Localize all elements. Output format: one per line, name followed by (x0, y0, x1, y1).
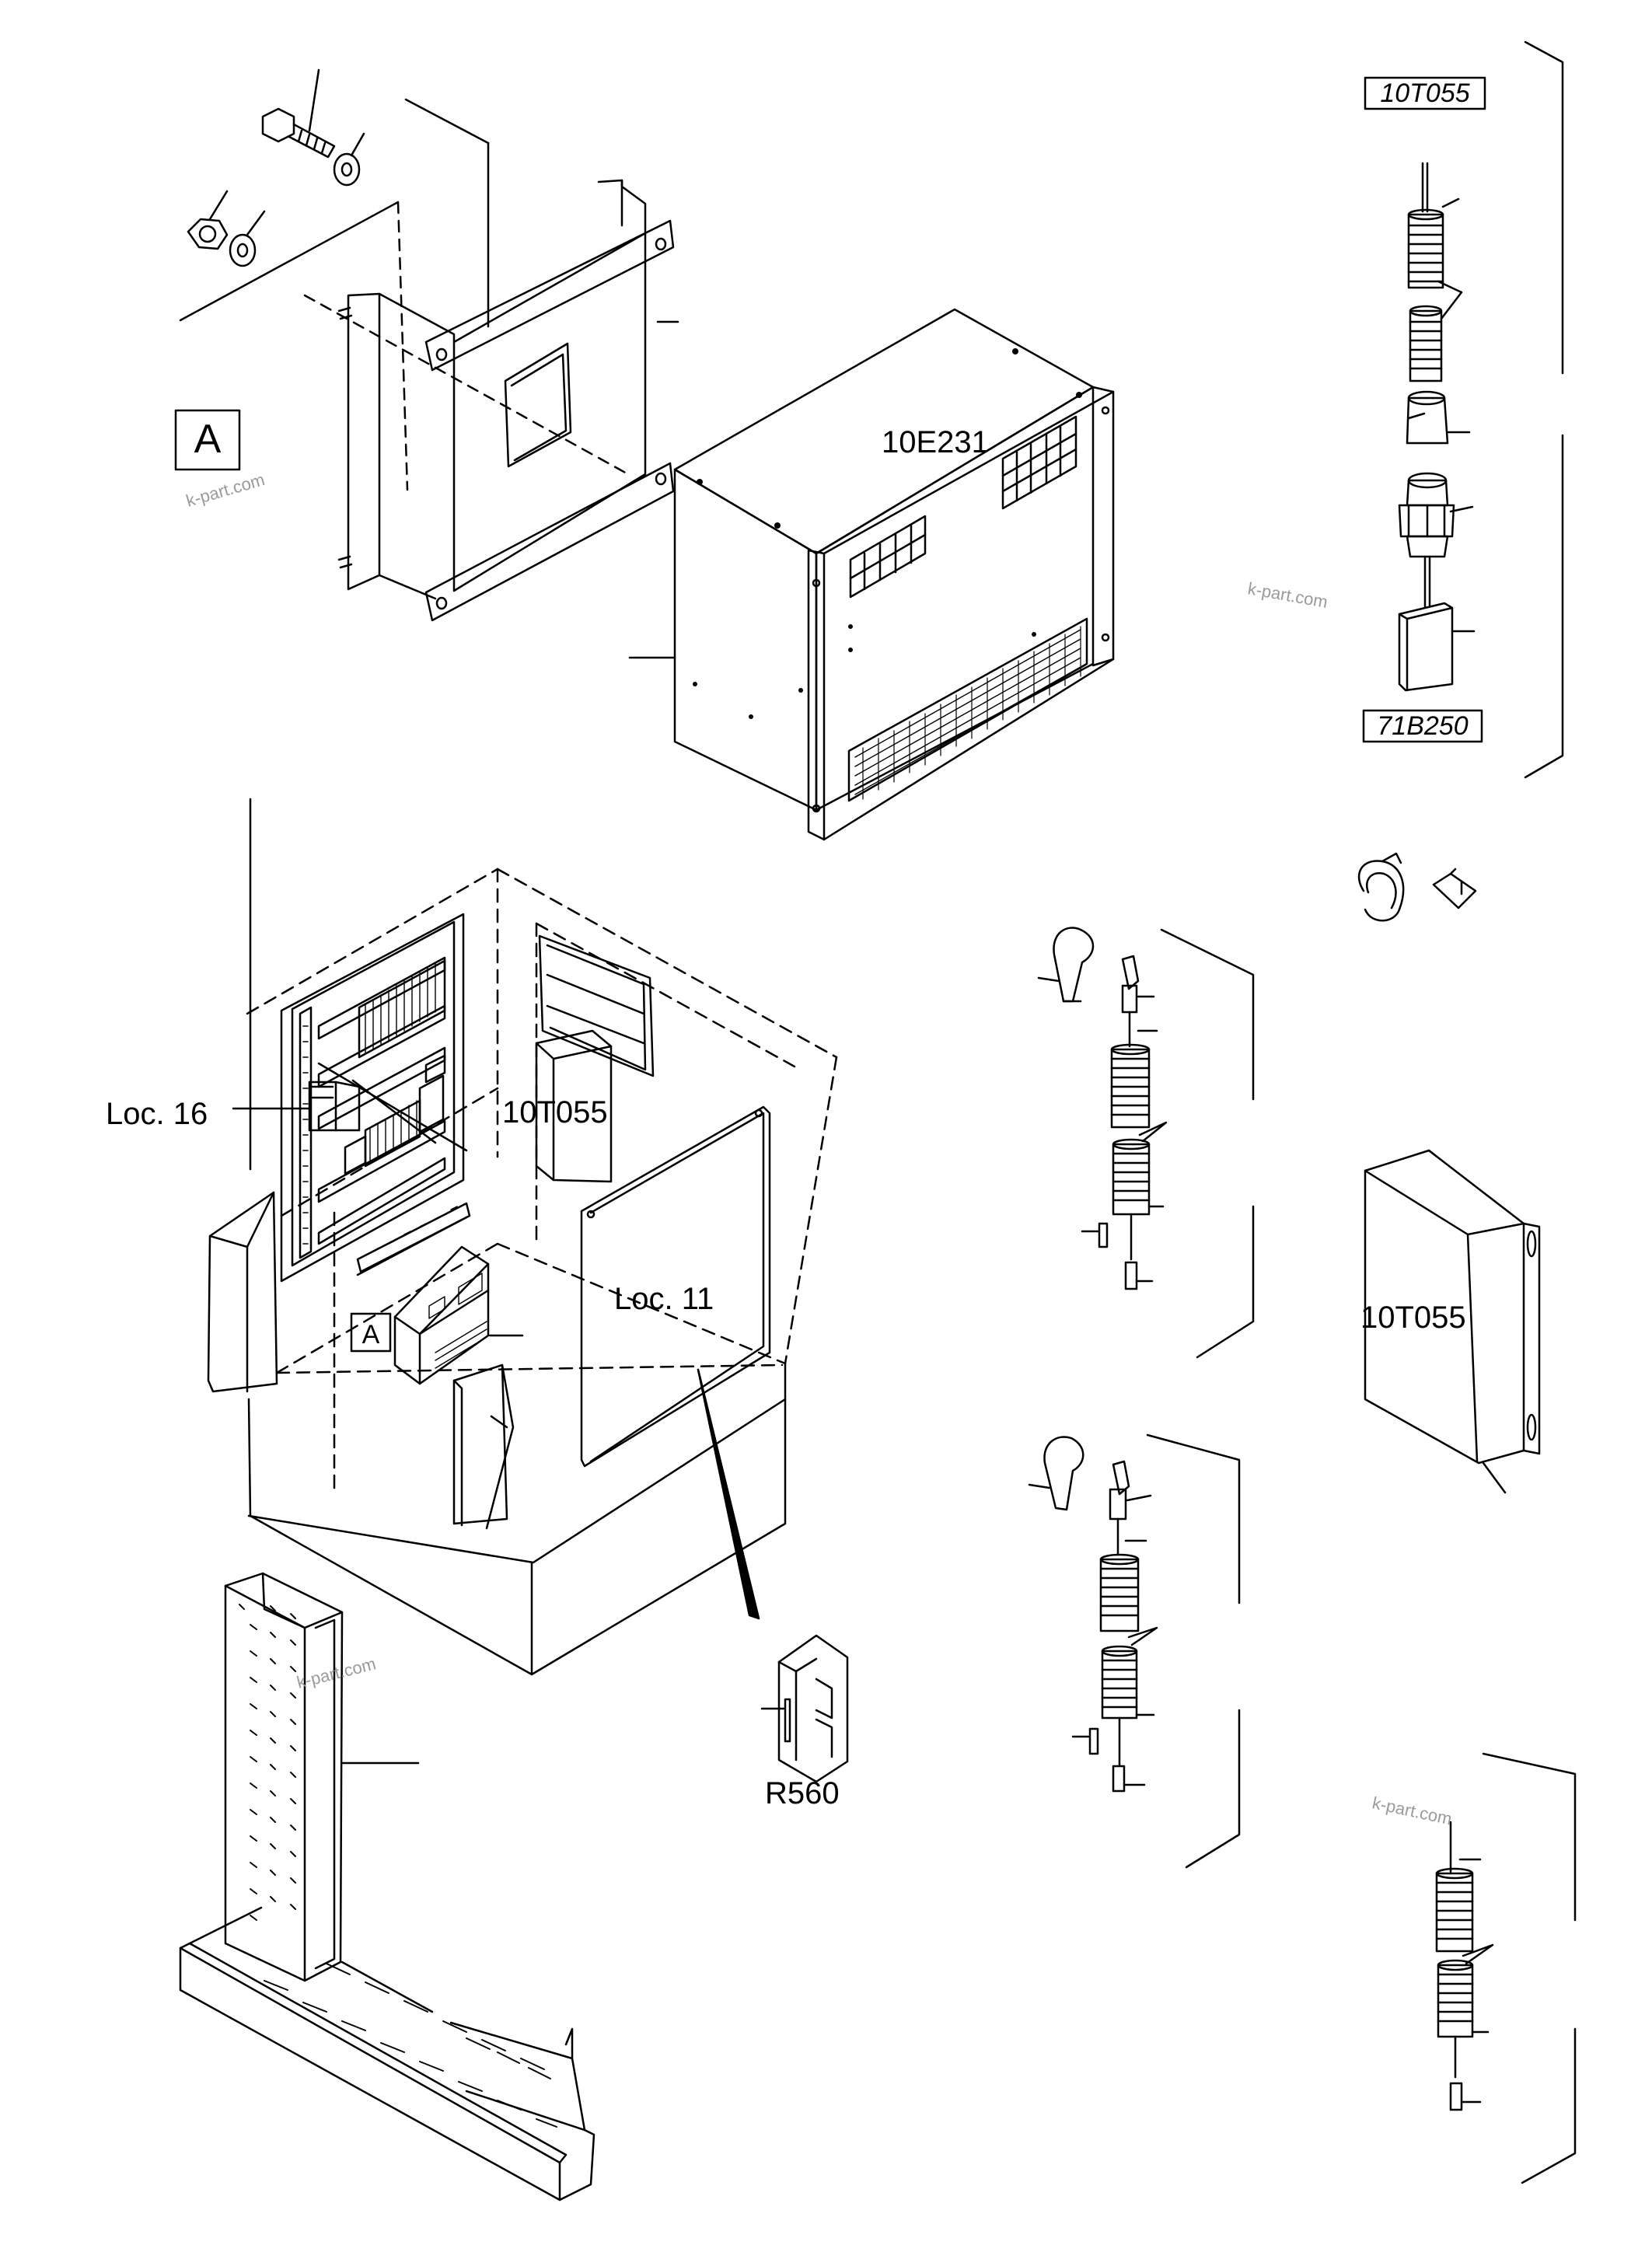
sensor-block (1398, 602, 1476, 692)
spring-assembly-1 (1037, 927, 1255, 1359)
spring-assembly-3 (1435, 1752, 1577, 2184)
unit-10e231: 10E231 (628, 308, 1115, 841)
label-10t055-box: 10T055 (1380, 79, 1469, 108)
boxed-parts-10t055: 10T055 (1362, 40, 1564, 779)
cable-gland (1398, 472, 1474, 558)
callout-a: A (174, 409, 241, 471)
spring-coil (1407, 208, 1444, 289)
washer (333, 132, 365, 187)
part-r560 (760, 1634, 849, 1783)
sleeve (1406, 390, 1471, 445)
door-loc11 (580, 1105, 771, 1468)
mounting-bracket-assembly (179, 68, 679, 622)
watermark: k-part.com (1246, 578, 1329, 612)
watermark: k-part.com (1371, 1793, 1454, 1828)
bolt (261, 68, 336, 159)
label-10t055-side: 10T055 (1360, 1301, 1466, 1335)
label-loc11: Loc. 11 (614, 1282, 714, 1316)
cable-tray (179, 1572, 595, 2201)
label-loc16: Loc. 16 (106, 1097, 208, 1131)
label-10t055-inner: 10T055 (502, 1095, 608, 1130)
spring-coil (1409, 305, 1443, 382)
small-unit-a (393, 1245, 524, 1385)
label-71b250-box: 71B250 (1377, 711, 1468, 741)
callout-a-label: A (194, 417, 222, 462)
callout-a-small-label: A (362, 1320, 380, 1349)
nut (187, 190, 229, 250)
control-panel-loc16 (232, 913, 468, 1283)
watermarks: k-part.com k-part.com k-part.com k-part.… (183, 470, 1453, 1828)
transformer-10t055 (1364, 1149, 1541, 1494)
cable-ties (1357, 852, 1477, 922)
cabinet-assembly: A (207, 798, 838, 1676)
spring-assembly-2 (1028, 1433, 1241, 1869)
watermark: k-part.com (183, 470, 267, 511)
label-r560: R560 (765, 1776, 840, 1810)
watermark: k-part.com (295, 1653, 378, 1692)
unit-10e231-label: 10E231 (882, 425, 989, 459)
washer (229, 210, 266, 267)
